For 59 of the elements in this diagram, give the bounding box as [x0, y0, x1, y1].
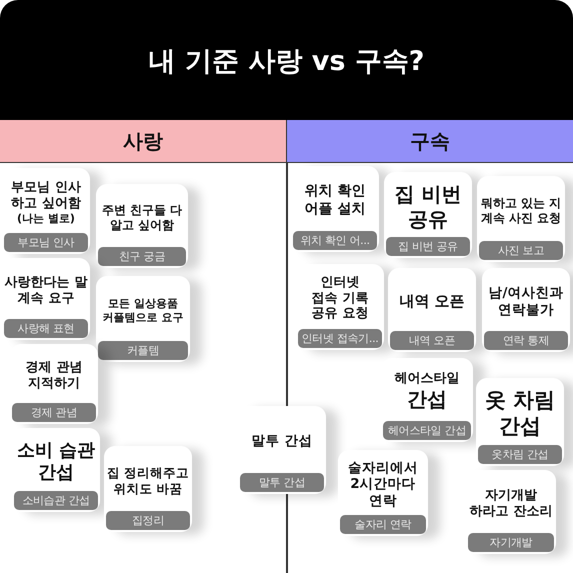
card-text: 위치 확인 어플 설치 — [304, 183, 366, 218]
column-header: 사랑 — [0, 120, 286, 163]
card-text: 옷 차림 간섭 — [484, 388, 556, 440]
category-tag: 말투 간섭 — [240, 473, 324, 492]
card-text: 말투 간섭 — [252, 433, 312, 450]
category-tag: 내역 오픈 — [390, 331, 474, 350]
note-card — [477, 176, 565, 262]
category-tag: 사랑해 표현 — [4, 319, 88, 338]
category-tag: 헤어스타일 간섭 — [383, 421, 471, 440]
note-card — [384, 172, 472, 258]
card-text: 내역 오픈 — [399, 292, 465, 311]
category-tag: 집정리 — [106, 511, 190, 530]
column-header: 구속 — [287, 120, 573, 163]
card-text: 인터넷 접속 기록 공유 요청 — [310, 274, 370, 322]
card-text: 주변 친구들 다 알고 싶어함 — [100, 202, 184, 232]
note-card — [238, 406, 326, 494]
note-card — [2, 168, 90, 254]
note-card — [10, 344, 98, 424]
card-text: 집 비번 공유 — [394, 182, 462, 231]
note-card — [104, 446, 192, 532]
category-tag: 옷차림 간섭 — [478, 445, 562, 464]
category-tag: 연락 통제 — [484, 331, 568, 350]
card-text: 소비 습관 간섭 — [16, 440, 96, 484]
category-tag: 커플템 — [98, 341, 188, 360]
note-card — [381, 358, 473, 442]
card-text: 부모님 인사 하고 싶어함 — [10, 180, 82, 212]
card-note: (나는 별로) — [17, 212, 75, 226]
card-text: 집 정리해주고 위치도 바꿈 — [106, 465, 190, 496]
note-card — [96, 184, 188, 268]
category-tag: 부모님 인사 — [4, 233, 88, 252]
category-tag: 위치 확인 어... — [293, 231, 377, 250]
note-card — [338, 450, 428, 536]
card-text: 경제 관념 지적하기 — [24, 360, 84, 392]
note-card — [388, 268, 476, 352]
title: 내 기준 사랑 vs 구속? — [148, 45, 424, 79]
category-tag: 소비습관 간섭 — [14, 491, 98, 510]
category-tag: 집 비번 공유 — [386, 237, 470, 256]
note-card — [96, 276, 190, 362]
category-tag: 인터넷 접속기... — [298, 329, 382, 348]
note-card — [12, 428, 100, 512]
card-text: 남/여사친과 연락불가 — [488, 285, 564, 318]
card-text: 모든 일상용품 커플템으로 요구 — [102, 297, 184, 324]
note-card — [291, 166, 379, 252]
card-text: 뭐하고 있는 지 계속 사진 요청 — [480, 196, 562, 226]
category-tag: 자기개발 — [468, 533, 554, 552]
card-text: 헤어스타일 — [394, 371, 460, 388]
note-card — [296, 264, 384, 350]
category-tag: 경제 관념 — [12, 403, 96, 422]
card-text: 간섭 — [407, 387, 447, 412]
category-tag: 사진 보고 — [479, 241, 563, 260]
card-text: 술자리에서 2시간마다 연락 — [347, 460, 419, 510]
note-card — [482, 268, 570, 352]
note-card — [476, 378, 564, 466]
note-card — [466, 470, 556, 554]
note-card — [2, 258, 90, 340]
card-text: 사랑한다는 말 계속 요구 — [4, 274, 88, 306]
category-tag: 술자리 연락 — [340, 515, 426, 534]
category-tag: 친구 궁금 — [98, 247, 186, 266]
card-text: 자기개발 하라고 잔소리 — [468, 488, 554, 520]
